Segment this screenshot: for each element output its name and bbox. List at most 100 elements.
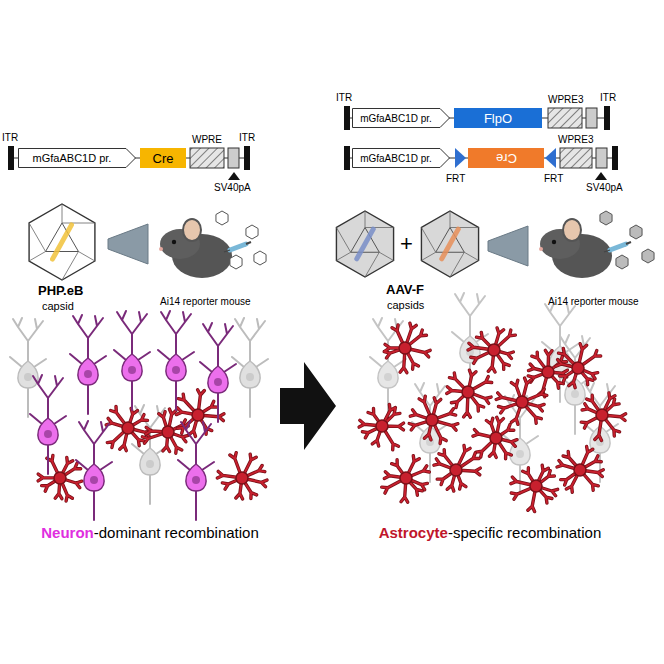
astrocyte-process [409, 396, 458, 443]
capsid-face [379, 252, 393, 260]
capsid-label: capsids [387, 299, 424, 311]
neuron-soma [18, 361, 38, 388]
astrocyte-process [581, 393, 626, 441]
astrocyte-process [468, 328, 515, 372]
capsid-face [29, 223, 45, 252]
itr-bar [604, 106, 610, 130]
neuron-process [114, 311, 150, 410]
neuron-process [76, 421, 112, 520]
itr-bar [344, 146, 350, 170]
neuron-nucleus [90, 476, 98, 484]
small-capsid [216, 211, 228, 225]
element-label: WPRE3 [548, 94, 584, 105]
capsid-face [365, 252, 379, 277]
itr-bar [612, 146, 618, 170]
itr-label: ITR [600, 92, 616, 103]
astrocyte-body [122, 422, 134, 434]
node-shape [19, 149, 136, 168]
small-capsid [600, 211, 612, 225]
syringe [610, 244, 626, 250]
astrocyte-process [473, 417, 517, 458]
mouse-eye [552, 240, 556, 244]
astrocyte-body [574, 464, 586, 476]
gene-name: Cre [496, 151, 517, 166]
neuron-nucleus [24, 373, 32, 381]
astrocyte-process [382, 456, 430, 503]
capsid-face [421, 228, 435, 253]
astrocyte-body [54, 472, 66, 484]
astrocyte-body [490, 432, 502, 444]
capsid-face [365, 211, 366, 228]
astrocyte-process [511, 465, 558, 511]
neuron-nucleus [384, 373, 392, 381]
astrocyte-process [473, 417, 517, 458]
gene-box: Cre [140, 148, 186, 168]
element-label: WPRE [192, 134, 222, 145]
neuron-nucleus [516, 450, 524, 458]
gene-name: FlpO [484, 111, 512, 126]
element-label: FRT [446, 173, 465, 184]
capsid-face [464, 252, 478, 260]
astrocyte-body [462, 386, 474, 398]
neuron-nucleus [146, 460, 154, 468]
promoter-name: mGfaABC1D pr. [33, 152, 112, 164]
polya-marker [228, 172, 240, 180]
astrocyte-body [488, 344, 500, 356]
capsid-face [450, 211, 451, 228]
astrocyte-process [217, 453, 267, 499]
mouse-label: Ai14 reporter mouse [548, 296, 639, 307]
astrocyte-process [557, 447, 603, 493]
itr-bar [8, 146, 14, 170]
node-shape [353, 149, 450, 168]
cell-type: Neuron [41, 524, 94, 541]
transition-arrow [280, 362, 336, 450]
itr-label: ITR [336, 92, 352, 103]
astrocyte-process [217, 453, 267, 499]
syringe-needle [604, 250, 610, 252]
astrocyte-process [434, 446, 480, 492]
node-shape [353, 109, 450, 128]
wpre-box [190, 148, 224, 168]
neuron-nucleus [84, 370, 92, 378]
gene-name: Cre [153, 151, 174, 166]
capsid-face [78, 252, 94, 262]
mouse-label: Ai14 reporter mouse [160, 296, 251, 307]
gene-box: Cre [468, 148, 544, 168]
astrocyte-process [176, 390, 224, 437]
neuron-nucleus [571, 390, 579, 398]
panel-caption: Neuron-dominant recombination [41, 524, 259, 541]
neuron-process [370, 318, 406, 417]
caption-text: -specific recombination [448, 524, 601, 541]
astrocyte-process [556, 344, 601, 388]
panel-caption: Astrocyte-specific recombination [379, 524, 602, 541]
small-capsid [630, 225, 642, 239]
capsid-face [336, 252, 350, 260]
neuron-soma [186, 464, 206, 491]
node-shape [468, 148, 544, 168]
small-capsid [254, 251, 266, 265]
astrocyte-body [236, 472, 248, 484]
astrocyte-process [384, 323, 430, 373]
syringe [230, 244, 246, 250]
capsid-genome [357, 229, 374, 259]
neuron-process [200, 323, 236, 422]
neuron-nucleus [246, 373, 254, 381]
gene-box: FlpO [454, 108, 542, 128]
polya-box [586, 108, 597, 128]
astrocyte-process [359, 404, 404, 449]
neuron-soma [122, 354, 142, 381]
plus-sign: + [400, 232, 413, 256]
small-capsid [616, 255, 628, 269]
mouse-nose [539, 247, 543, 251]
astrocyte-process [38, 455, 82, 501]
capsid-face [336, 228, 350, 253]
capsid-genome [53, 225, 72, 259]
capsid-name: PHP.eB [38, 284, 83, 298]
neuron-process [158, 311, 194, 410]
astrocyte-process [359, 404, 404, 449]
small-capsid [642, 249, 654, 263]
neuron-soma [140, 448, 160, 475]
neuron-nucleus [192, 476, 200, 484]
small-capsid [230, 255, 242, 269]
astrocyte-body [542, 366, 554, 378]
